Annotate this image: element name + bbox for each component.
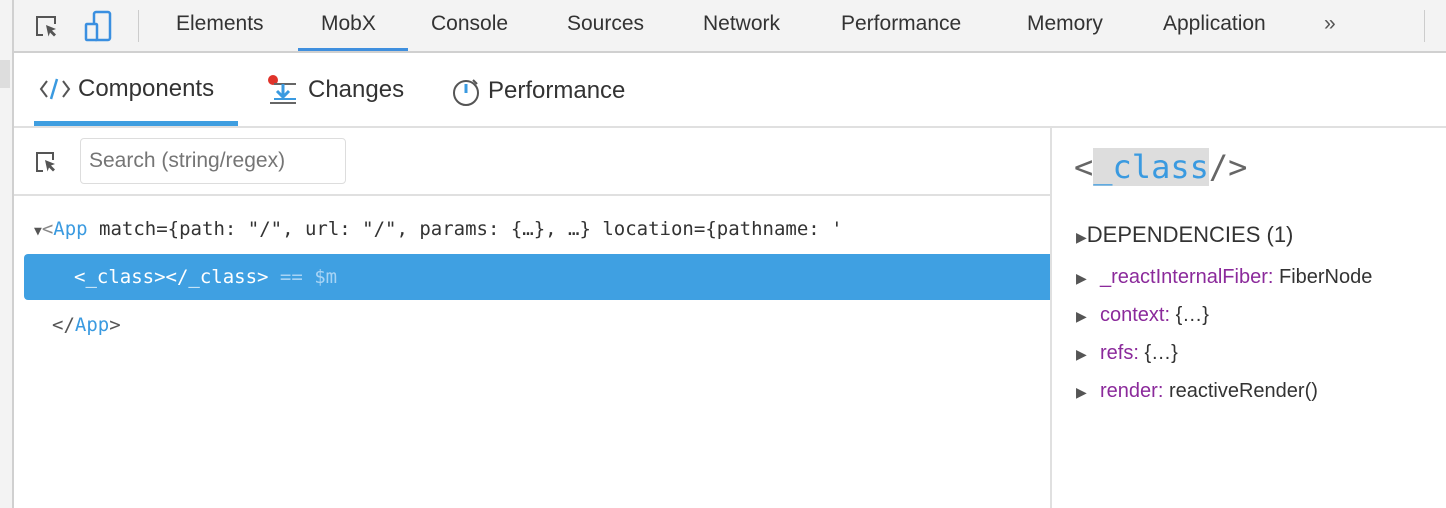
subtab-components-label: Components [78, 75, 215, 102]
more-tabs-button[interactable]: » [1324, 12, 1336, 35]
code-icon [39, 78, 71, 100]
tab-performance[interactable]: Performance [841, 12, 962, 35]
tab-mobx[interactable]: MobX [321, 12, 376, 35]
prop-row[interactable]: ▶context: {…} [1076, 304, 1209, 326]
console-ref: == $m [268, 266, 338, 288]
subtab-changes[interactable]: Changes [266, 75, 404, 105]
prop-row[interactable]: ▶refs: {…} [1076, 342, 1178, 364]
tab-memory[interactable]: Memory [1027, 12, 1103, 35]
dependencies-toggle[interactable]: ▶DEPENDENCIES (1) [1076, 222, 1294, 247]
tree-node-class[interactable]: <_class></_class> == $m [74, 266, 338, 288]
search-input[interactable] [80, 138, 346, 184]
active-subtab-indicator [34, 121, 238, 126]
component-props: match={path: "/", url: "/", params: {…},… [87, 218, 843, 240]
subtab-components[interactable]: Components [38, 75, 214, 103]
tab-application[interactable]: Application [1163, 12, 1266, 35]
tab-console[interactable]: Console [431, 12, 509, 35]
subtab-performance-label: Performance [488, 77, 626, 104]
inspect-element-icon[interactable] [34, 14, 60, 40]
changes-log-icon [268, 75, 296, 104]
mobx-subtabs: Components Changes Performance [14, 53, 1446, 128]
devtools-toolbar: Elements MobX Console Sources Network Pe… [0, 0, 1446, 53]
subtab-changes-label: Changes [308, 76, 405, 103]
expand-triangle-icon: ▶ [1076, 384, 1087, 400]
expand-triangle-icon[interactable]: ▼ [34, 224, 42, 239]
tree-node-app-close[interactable]: </App> [52, 314, 121, 336]
expand-triangle-icon: ▶ [1076, 346, 1087, 362]
search-row [14, 128, 1050, 196]
active-tab-indicator [298, 48, 408, 51]
prop-row[interactable]: ▶_reactInternalFiber: FiberNode [1076, 266, 1373, 288]
selected-tree-row[interactable] [24, 254, 1050, 300]
expand-triangle-icon: ▶ [1076, 308, 1087, 324]
prop-row[interactable]: ▶render: reactiveRender() [1076, 380, 1318, 402]
device-toolbar-icon[interactable] [84, 10, 114, 42]
tree-node-app[interactable]: ▼<App match={path: "/", url: "/", params… [34, 218, 843, 240]
left-edge-strip [0, 0, 14, 508]
expand-triangle-icon: ▶ [1076, 270, 1087, 286]
tab-sources[interactable]: Sources [567, 12, 645, 35]
stopwatch-icon [453, 79, 479, 106]
subtab-performance[interactable]: Performance [450, 75, 625, 107]
tab-network[interactable]: Network [703, 12, 781, 35]
inspector-panel: <_class/> ▶DEPENDENCIES (1) ▶_reactInter… [1050, 128, 1446, 508]
pick-component-icon[interactable] [34, 150, 60, 176]
tab-elements[interactable]: Elements [176, 12, 264, 35]
inspector-title: <_class/> [1074, 148, 1248, 186]
component-name: App [53, 218, 88, 240]
